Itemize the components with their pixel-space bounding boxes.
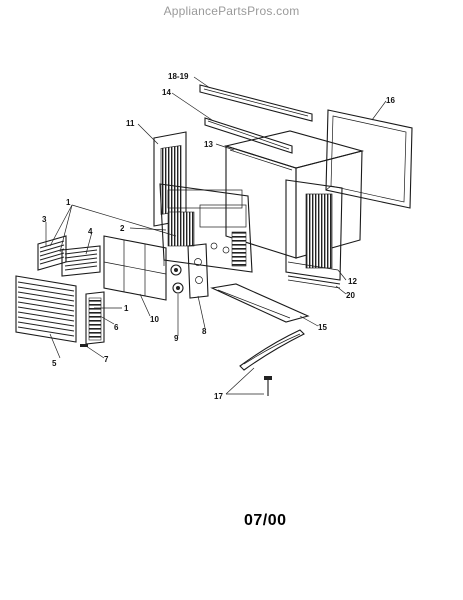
callout-14: 14: [162, 88, 171, 97]
callout-13: 13: [204, 140, 213, 149]
callout-7: 7: [104, 355, 109, 364]
callout-18-19: 18-19: [168, 72, 189, 81]
callout-16: 16: [386, 96, 395, 105]
callout-9: 9: [174, 334, 179, 343]
part-10-filter: [103, 235, 167, 301]
part-20-base-rail: [287, 275, 341, 289]
callout-6: 6: [114, 323, 119, 332]
part-4-louver: [61, 245, 101, 277]
callout-15: 15: [318, 323, 327, 332]
callout-3: 3: [42, 215, 47, 224]
callout-20: 20: [346, 291, 355, 300]
part-9-knobs: [170, 264, 184, 294]
callout-17: 17: [214, 392, 223, 401]
callout-8: 8: [202, 327, 207, 336]
callout-1-top: 1: [66, 198, 71, 207]
leader-lines: [45, 76, 387, 395]
part-14-rail: [204, 117, 293, 154]
revision-date-code: 07/00: [244, 512, 287, 529]
part-7-screw: [80, 344, 88, 347]
callout-11: 11: [126, 119, 135, 128]
part-17-bracket: [239, 329, 305, 371]
callout-5: 5: [52, 359, 57, 368]
part-5-front-grille: [15, 275, 77, 343]
part-16-rear-panel: [325, 109, 413, 209]
part-6-side-grille: [85, 291, 105, 345]
callout-2: 2: [120, 224, 125, 233]
callout-10: 10: [150, 315, 159, 324]
callout-4: 4: [88, 227, 93, 236]
front-chassis: [159, 183, 253, 273]
callout-1-side: 1: [124, 304, 129, 313]
part-17-bolt: [264, 376, 272, 396]
callout-12: 12: [348, 277, 357, 286]
part-15-base-pan: [210, 283, 310, 323]
part-18-19-top-rail: [199, 84, 313, 122]
part-8-control-plate: [187, 243, 209, 299]
part-13-cabinet: [223, 130, 365, 259]
site-watermark: AppliancePartsPros.com: [163, 4, 300, 18]
callout-labels: 18-19 14 16 11 13 1 3 4 2 12 20 15 1 10 …: [42, 72, 395, 401]
part-12-right-side-panel: [285, 179, 343, 281]
